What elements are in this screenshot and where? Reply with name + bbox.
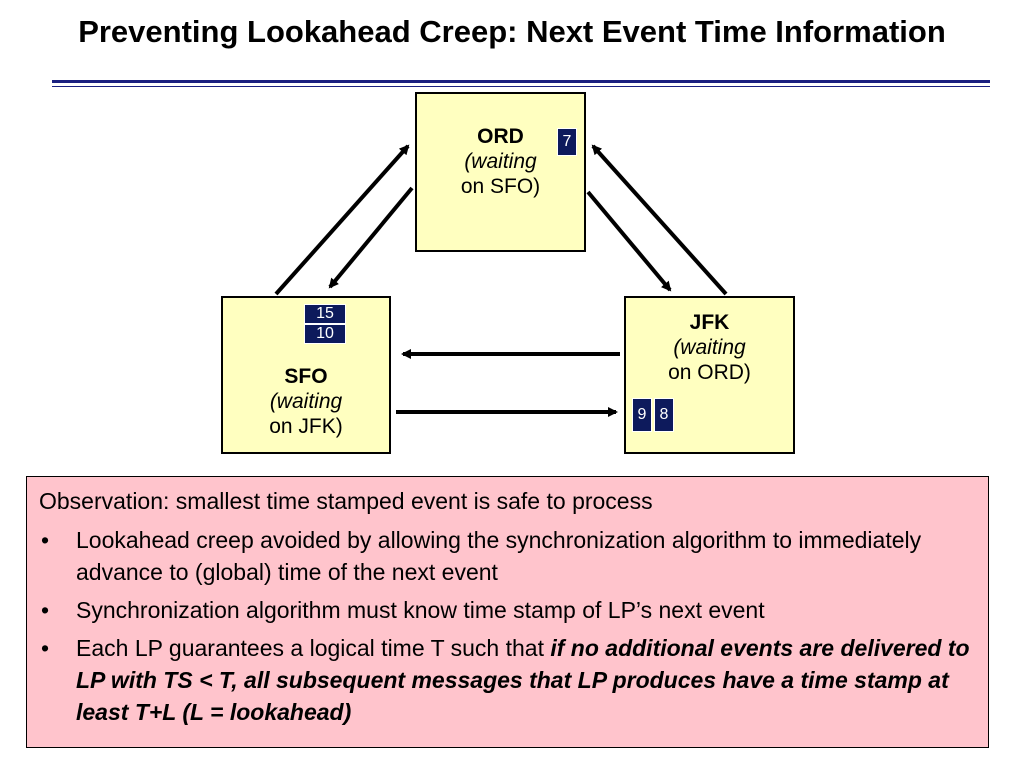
arrow-jfk-to-ord (591, 144, 728, 296)
arrows-layer (274, 144, 728, 417)
observation-box: Observation: smallest time stamped event… (26, 476, 989, 748)
sfo-event-stamp-top: 15 (304, 304, 346, 324)
observation-bullet-guarantee: Each LP guarantees a logical time T such… (39, 632, 976, 728)
node-ord: ORD (waiting on SFO) (415, 92, 586, 252)
node-jfk-name: JFK (689, 311, 730, 334)
node-sfo-waiting: (waiting (269, 390, 343, 413)
ord-event-stamp: 7 (557, 128, 577, 156)
slide-title: Preventing Lookahead Creep: Next Event T… (78, 14, 946, 49)
title-divider-thick (52, 80, 990, 83)
observation-list: Lookahead creep avoided by allowing the … (39, 524, 976, 728)
node-jfk-waiting: (waiting (673, 336, 746, 359)
observation-bullet-timestamp: Synchronization algorithm must know time… (39, 594, 976, 626)
title-divider-thin (52, 86, 990, 87)
arrow-sfo-to-ord (274, 144, 410, 296)
node-sfo-name: SFO (284, 365, 328, 388)
node-jfk-waiting-on: on ORD) (668, 361, 751, 384)
sfo-event-stamp-bottom: 10 (304, 324, 346, 344)
node-ord-name: ORD (477, 125, 524, 148)
arrow-ord-to-sfo (328, 186, 414, 289)
node-sfo: SFO (waiting on JFK) (221, 296, 391, 454)
node-jfk: JFK (waiting on ORD) (624, 296, 795, 454)
observation-bullet-lookahead: Lookahead creep avoided by allowing the … (39, 524, 976, 588)
arrow-ord-to-jfk (586, 190, 672, 292)
node-ord-waiting: (waiting (464, 150, 537, 173)
jfk-event-stamp-left: 9 (632, 398, 652, 432)
guarantee-plain-text: Each LP guarantees a logical time T such… (76, 635, 551, 661)
guarantee-emphasis-text: if no additional events are delivered to… (76, 635, 970, 725)
node-sfo-waiting-on: on JFK) (269, 415, 343, 438)
node-ord-waiting-on: on SFO) (460, 175, 541, 198)
observation-heading: Observation: smallest time stamped event… (39, 488, 653, 514)
jfk-event-stamp-right: 8 (654, 398, 674, 432)
